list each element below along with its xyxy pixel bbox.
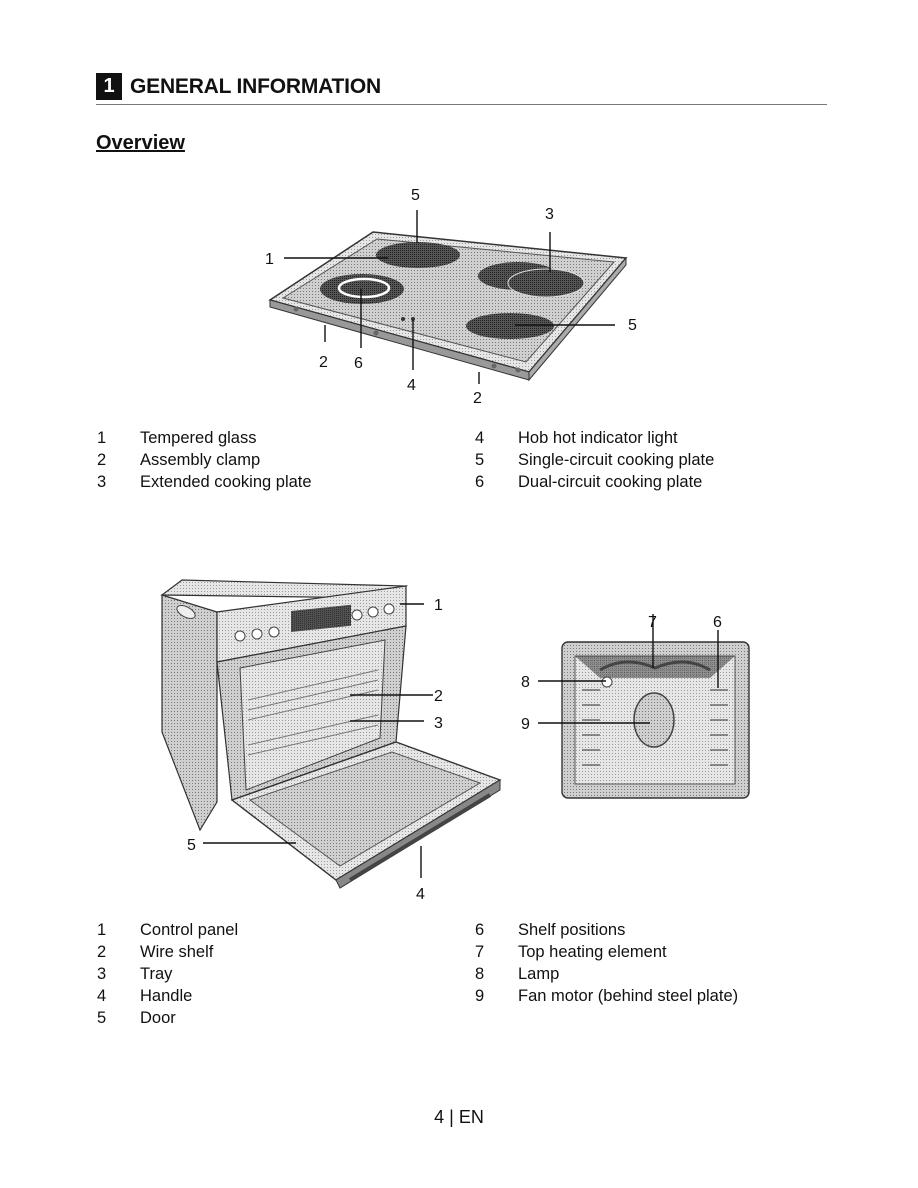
footer-separator: | <box>449 1107 454 1127</box>
hob-callout-5-top: 5 <box>411 187 420 204</box>
hob-callout-6: 6 <box>354 355 363 372</box>
hob-diagram <box>268 210 628 384</box>
section-number: 1 <box>96 73 122 100</box>
hob-callout-3: 3 <box>545 206 554 223</box>
subtitle-overview: Overview <box>96 132 185 154</box>
interior-callout-9: 9 <box>521 716 530 733</box>
oven-callout-2: 2 <box>434 688 443 705</box>
oven-callout-1: 1 <box>434 597 443 614</box>
interior-callout-7: 7 <box>648 614 657 631</box>
hob-callout-2-right: 2 <box>473 390 482 407</box>
interior-callout-6: 6 <box>713 614 722 631</box>
header-rule <box>96 104 827 105</box>
hob-callout-5-right: 5 <box>628 317 637 334</box>
oven-callout-5: 5 <box>187 837 196 854</box>
page-footer: 4 | EN <box>0 1107 918 1128</box>
interior-callouts: 7 6 8 9 <box>521 614 722 733</box>
page-number: 4 <box>434 1107 445 1127</box>
oven-diagram <box>160 579 502 889</box>
language-code: EN <box>458 1107 484 1127</box>
oven-callouts: 1 2 3 5 4 <box>187 597 443 903</box>
interior-callout-8: 8 <box>521 674 530 691</box>
section-title: GENERAL INFORMATION <box>130 75 381 98</box>
oven-callout-4: 4 <box>416 886 425 903</box>
oven-callout-3: 3 <box>434 715 443 732</box>
hob-callout-4: 4 <box>407 377 416 394</box>
hob-callout-2-left: 2 <box>319 354 328 371</box>
hob-callouts: 5 3 1 5 2 6 4 2 <box>265 187 637 407</box>
hob-callout-1: 1 <box>265 251 274 268</box>
oven-interior-diagram <box>538 614 750 799</box>
